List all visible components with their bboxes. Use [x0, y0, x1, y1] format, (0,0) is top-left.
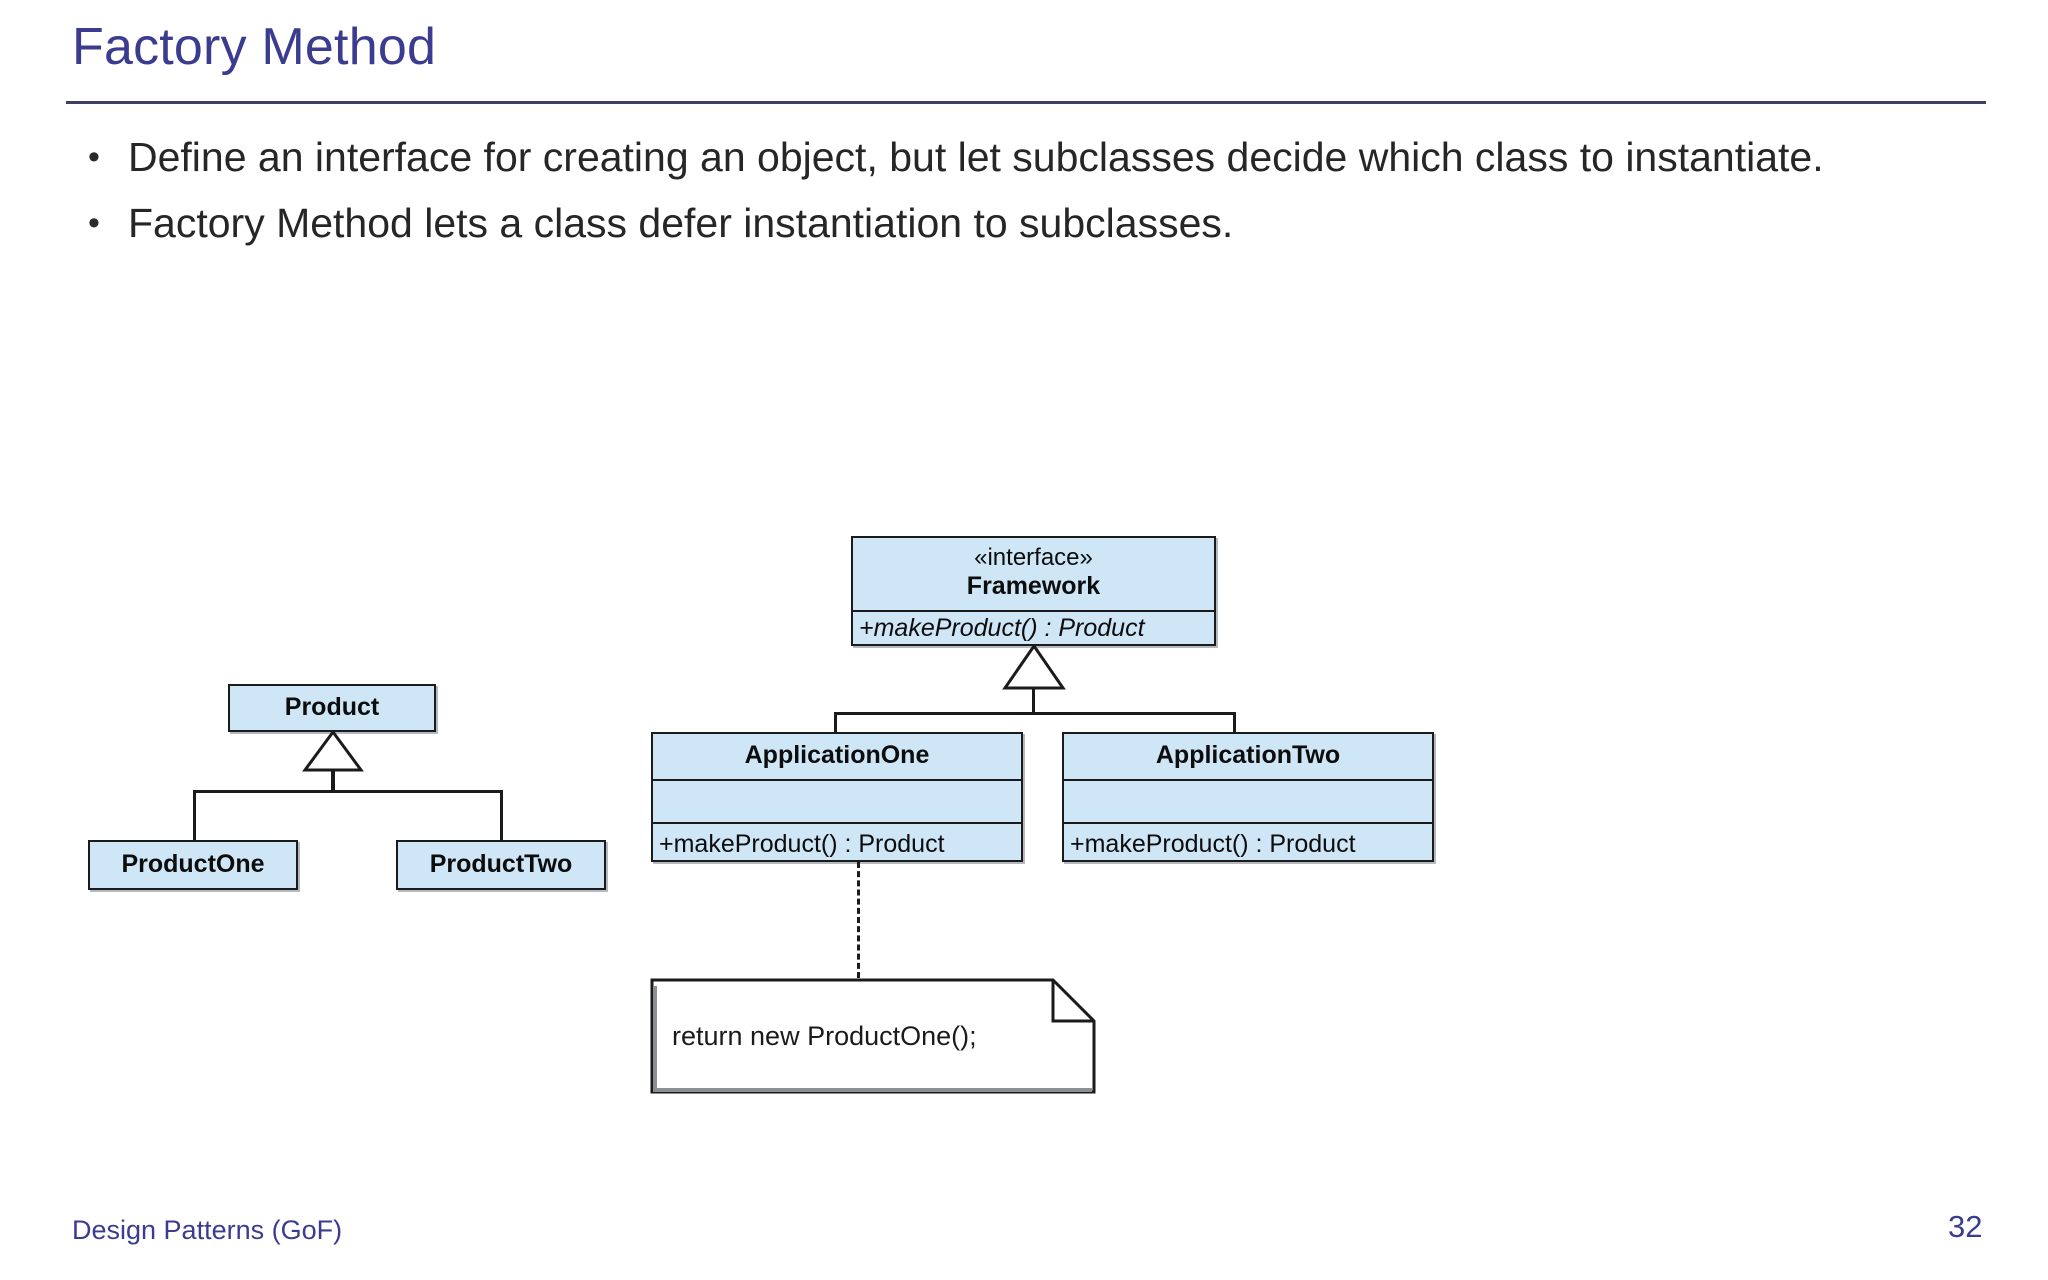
application-two-operation: +makeProduct() : Product	[1070, 830, 1356, 858]
generalization-drop-producttwo	[500, 790, 503, 842]
page-title: Factory Method	[72, 18, 437, 76]
bullet-marker-icon: •	[88, 138, 100, 176]
generalization-drop-productone	[193, 790, 196, 842]
list-item: • Define an interface for creating an ob…	[72, 128, 1972, 186]
generalization-arrow-product	[302, 730, 364, 772]
framework-stereotype: «interface»	[974, 544, 1093, 571]
bullet-marker-icon: •	[88, 204, 100, 242]
application-one-attributes-compartment	[653, 779, 1021, 822]
uml-class-application-one: ApplicationOne +makeProduct() : Product	[651, 732, 1023, 862]
bullet-text: Factory Method lets a class defer instan…	[128, 200, 1234, 246]
title-divider	[66, 101, 1986, 104]
generalization-stem-framework	[1032, 688, 1035, 714]
product-one-name: ProductOne	[121, 850, 265, 878]
note-text: return new ProductOne();	[672, 1021, 977, 1051]
footer-label: Design Patterns (GoF)	[72, 1215, 343, 1245]
list-item: • Factory Method lets a class defer inst…	[72, 194, 1972, 252]
application-one-title-compartment: ApplicationOne	[653, 734, 1021, 779]
uml-class-product-two: ProductTwo	[396, 840, 606, 890]
generalization-drop-apptwo	[1233, 712, 1236, 734]
application-two-operations-compartment: +makeProduct() : Product	[1064, 822, 1432, 864]
bullet-list: • Define an interface for creating an ob…	[72, 128, 1972, 260]
generalization-bus-framework	[834, 712, 1236, 715]
framework-operation: +makeProduct() : Product	[859, 614, 1145, 642]
page-number: 32	[1948, 1209, 1983, 1244]
application-one-name: ApplicationOne	[744, 741, 930, 769]
generalization-stem-product	[331, 770, 335, 792]
product-name: Product	[284, 693, 380, 721]
uml-class-framework: «interface» Framework +makeProduct() : P…	[851, 536, 1216, 646]
application-two-title-compartment: ApplicationTwo	[1064, 734, 1432, 779]
framework-name: Framework	[966, 572, 1101, 600]
note-anchor-line	[857, 862, 860, 978]
application-one-operations-compartment: +makeProduct() : Product	[653, 822, 1021, 864]
uml-class-application-two: ApplicationTwo +makeProduct() : Product	[1062, 732, 1434, 862]
framework-title-compartment: «interface» Framework	[853, 538, 1214, 610]
product-title-compartment: Product	[230, 686, 434, 730]
framework-operations-compartment: +makeProduct() : Product	[853, 610, 1214, 644]
generalization-drop-appone	[834, 712, 837, 734]
application-two-name: ApplicationTwo	[1155, 741, 1341, 769]
note-box	[650, 978, 1096, 1094]
product-two-title-compartment: ProductTwo	[398, 842, 604, 888]
generalization-arrow-framework	[1002, 644, 1066, 690]
product-two-name: ProductTwo	[429, 850, 573, 878]
generalization-bus-product	[193, 790, 503, 793]
application-one-operation: +makeProduct() : Product	[659, 830, 945, 858]
application-two-attributes-compartment	[1064, 779, 1432, 822]
uml-class-product: Product	[228, 684, 436, 732]
product-one-title-compartment: ProductOne	[90, 842, 296, 888]
bullet-text: Define an interface for creating an obje…	[128, 134, 1824, 180]
uml-class-product-one: ProductOne	[88, 840, 298, 890]
